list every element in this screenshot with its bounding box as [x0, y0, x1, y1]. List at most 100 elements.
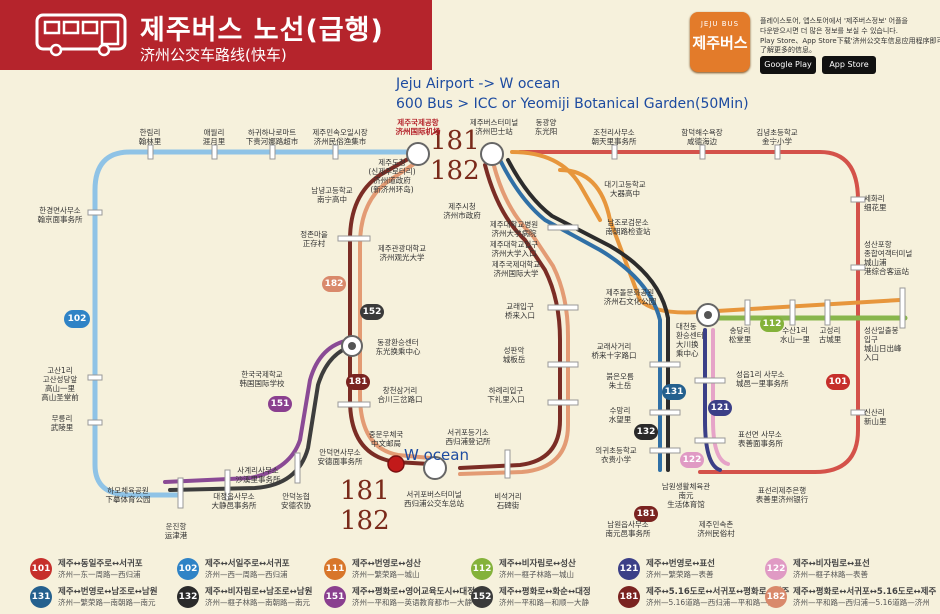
jeju-bus-app-logo[interactable]: JEJU BUS 제주버스	[690, 12, 750, 72]
route-badge-121[interactable]: 121	[708, 400, 732, 416]
stop-bar	[547, 304, 579, 311]
stop-bar	[694, 377, 726, 384]
legend-route-ko: 제주↔번영로↔남조로↔남원	[58, 587, 158, 597]
stop-bar	[87, 374, 103, 381]
route-badge-151[interactable]: 151	[268, 396, 292, 412]
route-badge-182[interactable]: 182	[322, 276, 346, 292]
route-badge-122[interactable]: 122	[680, 452, 704, 468]
route-badge-101[interactable]: 101	[826, 374, 850, 390]
app-logo-brand: JEJU BUS	[700, 20, 740, 28]
route-badge-152[interactable]: 152	[360, 304, 384, 320]
route-line-111-north	[510, 150, 602, 222]
legend-route-zh: 济州—5.16道路—西归浦—平和路—济州	[646, 598, 783, 607]
route-badge-181[interactable]: 181	[346, 374, 370, 390]
legend-badge: 101	[30, 558, 52, 580]
map-header: 제주버스 노선(급행) 济州公交车路线(快车)	[0, 0, 432, 70]
stop-bar	[824, 299, 831, 326]
stop-jeju-provincial-office[interactable]: 제주도청(신제주로터리)济州道政府(新济州环岛)	[368, 158, 416, 194]
stop-bar	[87, 419, 103, 426]
legend-route-zh: 济州—繁荣路—表善	[646, 570, 714, 579]
legend-route-ko: 제주↔번영로↔성산	[352, 559, 421, 569]
stop-bar	[789, 299, 796, 326]
legend-route-ko: 제주↔평화로↔화순↔대정	[499, 587, 591, 597]
legend-route-ko: 제주↔비자림로↔성산	[499, 559, 576, 569]
app-store-badge[interactable]: App Store	[822, 56, 876, 74]
legend-route-zh: 济州—西一周路—西归浦	[205, 570, 288, 579]
route-badge-132[interactable]: 132	[634, 424, 658, 440]
route-badge-102[interactable]: 102	[64, 310, 90, 328]
stop-bar	[504, 449, 511, 479]
legend-route-zh: 济州—榧子林路—南朝路—南元	[205, 598, 310, 607]
legend-badge: 182	[765, 586, 787, 608]
route-badge-112[interactable]: 112	[760, 316, 784, 332]
badge-label: 182	[324, 279, 344, 289]
badge-label: 131	[664, 387, 684, 397]
google-play-badge[interactable]: Google Play	[760, 56, 816, 74]
stop-bar	[87, 209, 103, 216]
route-badge-181-south[interactable]: 181	[634, 506, 658, 522]
stop-bar	[547, 399, 579, 406]
route-badge-131[interactable]: 131	[662, 384, 686, 400]
stop-bar	[294, 452, 301, 484]
